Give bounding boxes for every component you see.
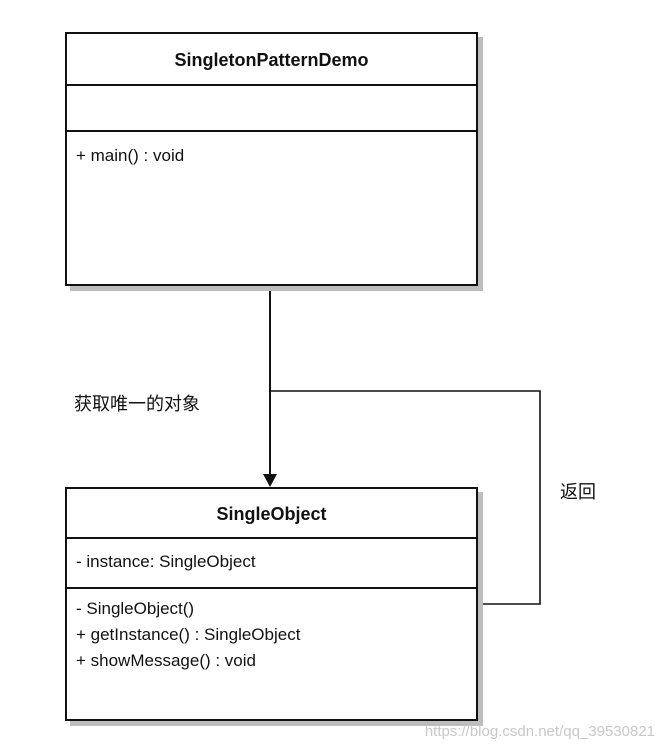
operation-get-instance: + getInstance() : SingleObject (76, 625, 301, 644)
watermark: https://blog.csdn.net/qq_39530821 (424, 723, 655, 740)
class-name: SingletonPatternDemo (67, 34, 476, 86)
operation-constructor: - SingleObject() (76, 599, 195, 618)
singleton-pattern-demo-class[interactable]: SingletonPatternDemo + main() : void (65, 32, 478, 286)
return-label: 返回 (560, 482, 596, 502)
return-connector (271, 390, 541, 605)
operation-main: + main() : void (76, 146, 185, 165)
attribute-instance: - instance: SingleObject (76, 552, 256, 571)
single-object-class[interactable]: SingleObject - instance: SingleObject - … (65, 487, 478, 721)
operations-compartment: - SingleObject() + getInstance() : Singl… (67, 589, 476, 674)
operations-compartment: + main() : void (67, 132, 476, 169)
class-name: SingleObject (67, 489, 476, 539)
operation-show-message: + showMessage() : void (76, 651, 256, 670)
attributes-compartment: - instance: SingleObject (67, 539, 476, 589)
request-label: 获取唯一的对象 (74, 394, 200, 414)
request-arrow-head (263, 474, 277, 487)
attributes-compartment (67, 86, 476, 132)
